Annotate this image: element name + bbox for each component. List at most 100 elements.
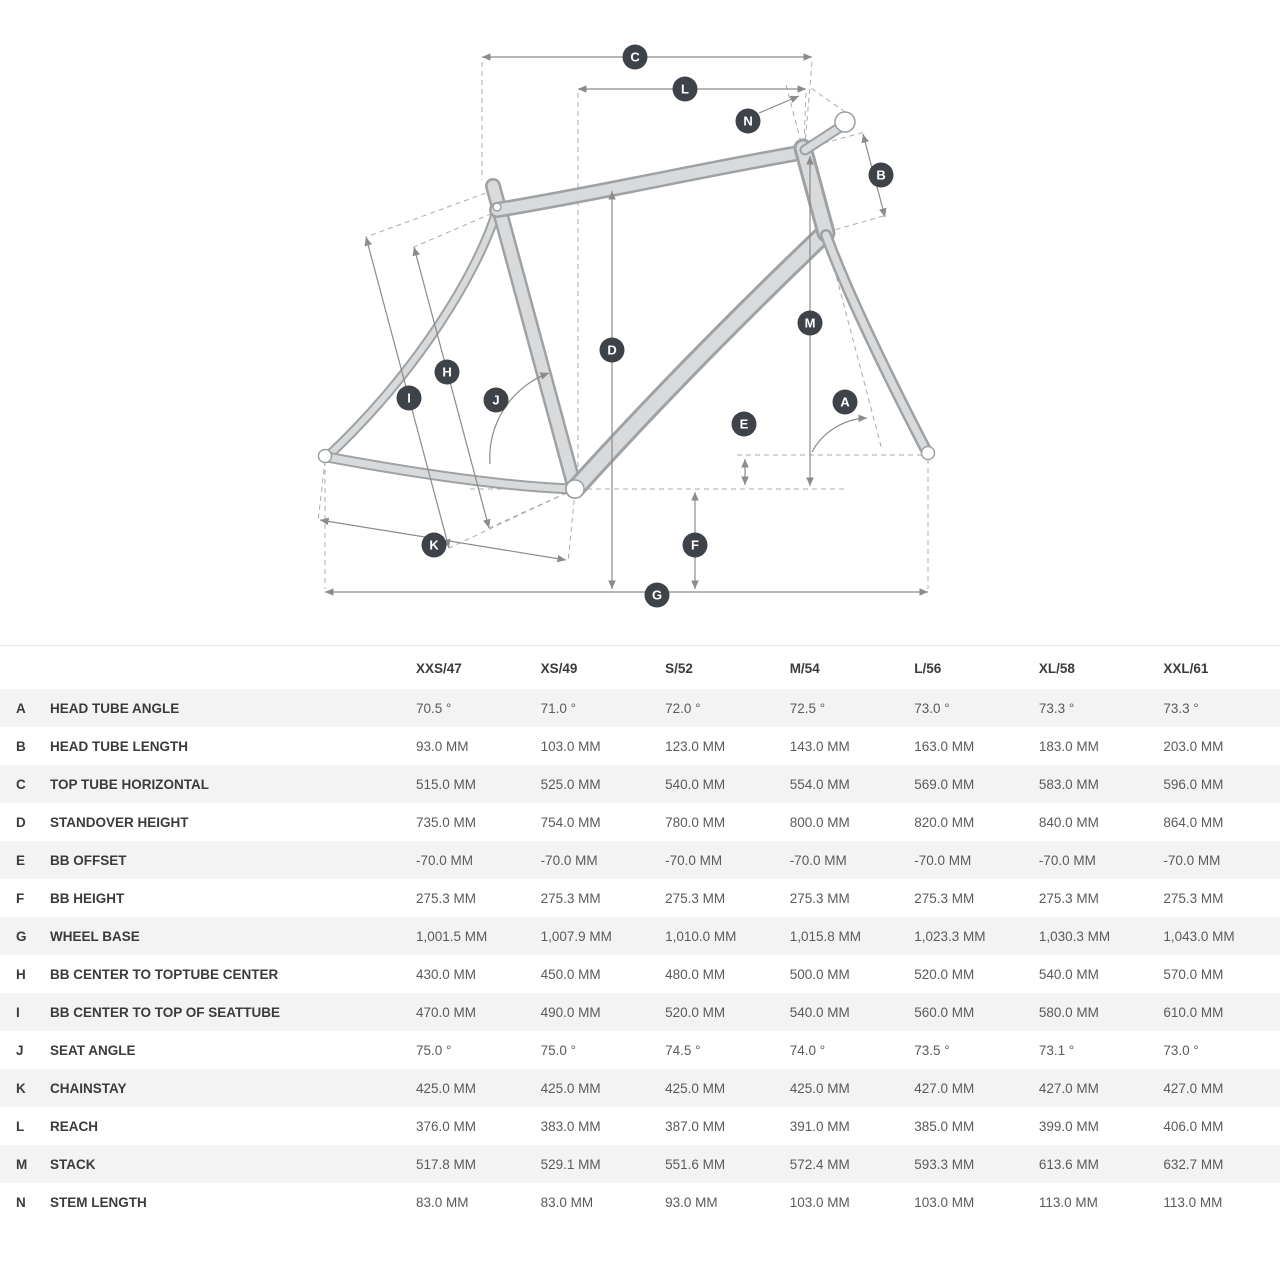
cell-value: 73.0 ° [914, 700, 950, 716]
cell-value: 515.0 MM [416, 776, 477, 792]
row-key: M [16, 1156, 28, 1172]
marker-d: D [599, 337, 625, 363]
marker-b-label: B [876, 168, 885, 183]
marker-h-label: H [442, 365, 451, 380]
cell-value: 427.0 MM [914, 1080, 975, 1096]
cell-value: 551.6 MM [665, 1156, 726, 1172]
marker-l: L [672, 76, 698, 102]
cell-value: 425.0 MM [789, 1080, 850, 1096]
cell-value: 529.1 MM [540, 1156, 601, 1172]
marker-l-label: L [681, 82, 689, 97]
cell-value: 75.0 ° [540, 1042, 576, 1058]
cell-value: -70.0 MM [1163, 852, 1221, 868]
cell-value: 275.3 MM [665, 890, 726, 906]
front-dropout-node [920, 445, 936, 461]
cell-value: -70.0 MM [914, 852, 972, 868]
cell-value: 73.3 ° [1038, 700, 1075, 716]
cell-value: 385.0 MM [914, 1118, 975, 1134]
cell-value: -70.0 MM [540, 852, 598, 868]
row-key: J [16, 1042, 24, 1058]
marker-a-label: A [840, 395, 850, 410]
cell-value: 517.8 MM [416, 1156, 477, 1172]
row-label: REACH [50, 1118, 99, 1134]
marker-h: H [434, 359, 460, 385]
cell-value: 73.3 ° [1163, 700, 1199, 716]
cell-value: 383.0 MM [540, 1118, 601, 1134]
row-key: K [16, 1080, 26, 1096]
cell-value: 540.0 MM [1038, 966, 1099, 982]
cell-value: 275.3 MM [416, 890, 477, 906]
column-header: L/56 [914, 661, 942, 676]
marker-c-label: C [630, 50, 640, 65]
cell-value: 103.0 MM [914, 1194, 975, 1210]
cell-value: 480.0 MM [665, 966, 726, 982]
cell-value: 203.0 MM [1163, 738, 1224, 754]
cell-value: 71.0 ° [540, 700, 576, 716]
cell-value: 570.0 MM [1163, 966, 1224, 982]
cell-value: 596.0 MM [1163, 776, 1224, 792]
dim-bb-to-toptube [412, 246, 491, 529]
row-label: SEAT ANGLE [50, 1042, 136, 1058]
row-label: WHEEL BASE [50, 928, 140, 944]
cell-value: 470.0 MM [416, 1004, 477, 1020]
cell-value: 143.0 MM [789, 738, 850, 754]
cell-value: 275.3 MM [789, 890, 850, 906]
marker-f-label: F [691, 538, 699, 553]
rear-dropout-node [317, 448, 333, 464]
cell-value: 275.3 MM [1038, 890, 1099, 906]
cell-value: 425.0 MM [540, 1080, 601, 1096]
cell-value: 554.0 MM [789, 776, 850, 792]
row-label: HEAD TUBE ANGLE [50, 700, 180, 716]
cell-value: 425.0 MM [665, 1080, 726, 1096]
cell-value: -70.0 MM [416, 852, 474, 868]
cell-value: 820.0 MM [914, 814, 975, 830]
cell-value: 93.0 MM [416, 738, 469, 754]
cell-value: 583.0 MM [1038, 776, 1099, 792]
column-header: XXS/47 [416, 661, 462, 676]
marker-d-label: D [607, 343, 616, 358]
row-key: N [16, 1194, 26, 1210]
column-header: M/54 [789, 661, 820, 676]
cell-value: 840.0 MM [1038, 814, 1099, 830]
cell-value: 74.0 ° [789, 1042, 826, 1058]
cell-value: 520.0 MM [665, 1004, 726, 1020]
dim-stem-length-arrow [758, 95, 800, 114]
row-label: HEAD TUBE LENGTH [50, 738, 188, 754]
cell-value: 93.0 MM [665, 1194, 718, 1210]
cell-value: 275.3 MM [540, 890, 601, 906]
marker-m-label: M [805, 316, 816, 331]
cell-value: 500.0 MM [789, 966, 850, 982]
marker-k-label: K [429, 538, 439, 553]
row-key: E [16, 852, 26, 868]
row-key: A [16, 700, 26, 716]
column-header-empty-label [42, 646, 408, 689]
seat-cluster-node [492, 202, 502, 212]
row-key: L [16, 1118, 25, 1134]
bike-frame [317, 111, 936, 499]
marker-i-label: I [407, 391, 411, 406]
column-header: S/52 [665, 661, 693, 676]
marker-e: E [731, 411, 757, 437]
cell-value: 74.5 ° [665, 1042, 701, 1058]
cell-value: 183.0 MM [1038, 738, 1099, 754]
row-label: CHAINSTAY [50, 1080, 127, 1096]
cell-value: 376.0 MM [416, 1118, 477, 1134]
cell-value: 73.1 ° [1038, 1042, 1075, 1058]
row-key: I [16, 1004, 20, 1020]
cell-value: 427.0 MM [1163, 1080, 1224, 1096]
reference-lines [317, 61, 931, 589]
cell-value: 1,001.5 MM [416, 928, 488, 944]
handlebar-clamp-node [834, 111, 856, 133]
column-header: XL/58 [1038, 661, 1075, 676]
cell-value: 1,030.3 MM [1038, 928, 1111, 944]
cell-value: 72.0 ° [665, 700, 701, 716]
cell-value: -70.0 MM [1038, 852, 1096, 868]
